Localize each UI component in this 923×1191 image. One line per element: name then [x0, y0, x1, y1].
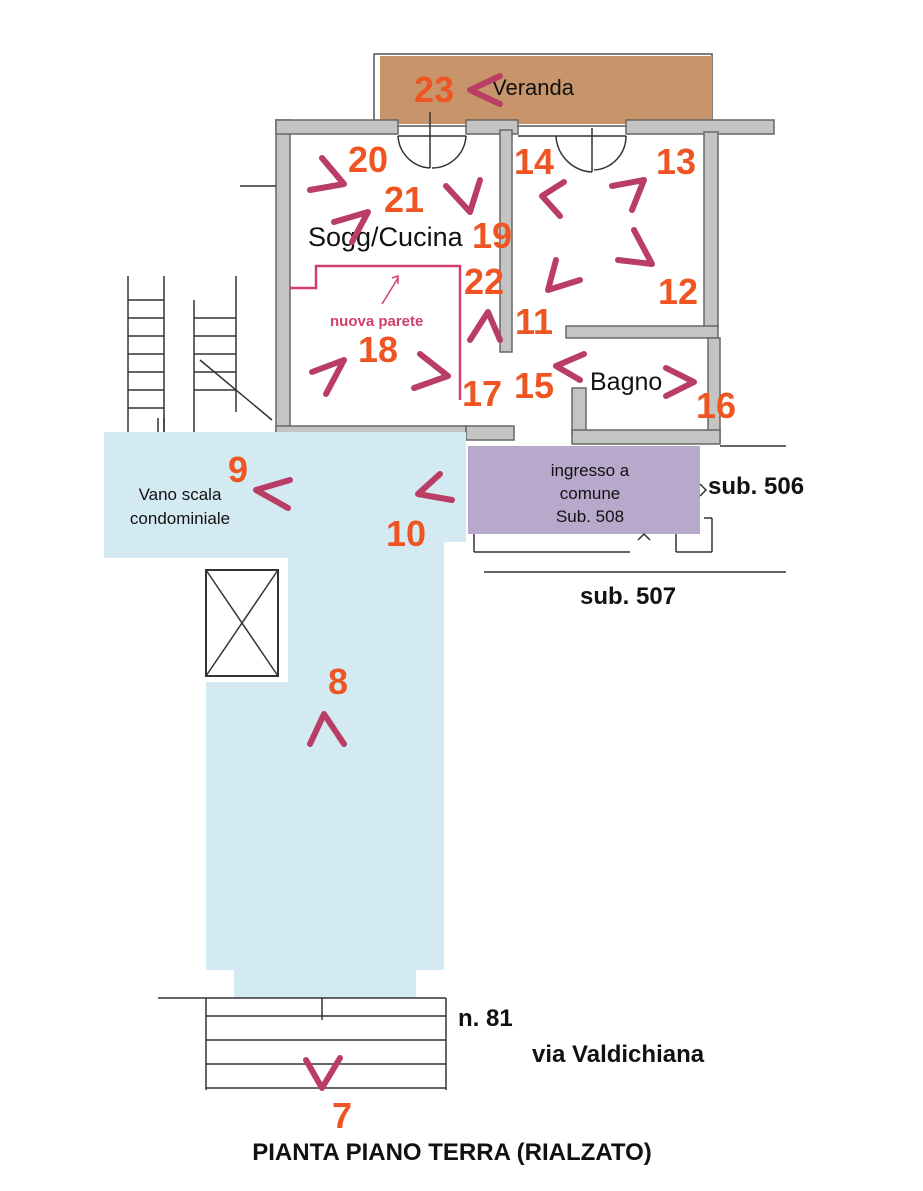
arrow-22	[467, 309, 503, 343]
stair-hall-label-line2: condominiale	[130, 509, 230, 528]
street-number-label: n. 81	[458, 1005, 513, 1032]
staircase-lines	[127, 185, 276, 440]
viewpoint-number-7: 7	[332, 1095, 352, 1136]
viewpoint-number-23: 23	[414, 69, 454, 110]
arrow-21	[331, 209, 371, 245]
arrow-12	[615, 227, 655, 267]
viewpoint-number-14: 14	[514, 141, 554, 182]
arrow-23	[467, 73, 503, 107]
viewpoint-number-21: 21	[384, 179, 424, 220]
viewpoint-number-16: 16	[696, 385, 736, 426]
arrow-14	[539, 179, 567, 219]
viewpoint-number-17: 17	[462, 373, 502, 414]
viewpoint-number-15: 15	[514, 365, 554, 406]
arrow-16	[663, 365, 697, 399]
viewpoint-number-18: 18	[358, 329, 398, 370]
viewpoint-number-12: 12	[658, 271, 698, 312]
arrow-9	[253, 477, 293, 511]
viewpoint-number-8: 8	[328, 661, 348, 702]
ingresso-label-line2: comune	[560, 484, 620, 503]
sub-506-label: sub. 506	[708, 473, 804, 500]
bathroom-label: Bagno	[590, 368, 662, 396]
viewpoint-number-11: 11	[515, 301, 553, 342]
viewpoint-number-10: 10	[386, 513, 426, 554]
sub-507-label: sub. 507	[580, 583, 676, 610]
viewpoint-number-20: 20	[348, 139, 388, 180]
arrow-13	[609, 177, 647, 213]
arrow-19	[443, 177, 483, 215]
viewpoint-number-9: 9	[228, 449, 248, 490]
new-wall-pointer-head	[391, 274, 399, 284]
ingresso-area	[468, 446, 700, 534]
new-wall-label: nuova parete	[330, 313, 423, 330]
veranda-label: Veranda	[492, 75, 575, 100]
veranda-area	[380, 56, 712, 124]
arrow-10	[415, 471, 455, 503]
common-area	[104, 432, 466, 998]
viewpoint-number-13: 13	[656, 141, 696, 182]
ingresso-label-line1: ingresso a	[551, 461, 630, 480]
plan-title: PIANTA PIANO TERRA (RIALZATO)	[252, 1139, 652, 1166]
entrance-steps	[158, 997, 447, 1090]
sogg-cucina-label: Sogg/Cucina	[308, 222, 464, 252]
lift-cross-b	[205, 569, 279, 677]
new-wall-pointer	[381, 277, 399, 305]
apartment-walls	[275, 119, 775, 445]
viewpoint-number-19: 19	[472, 215, 512, 256]
arrow-17	[411, 351, 451, 391]
ingresso-label-line3: Sub. 508	[556, 507, 624, 526]
arrow-8	[307, 711, 347, 747]
arrow-15	[553, 351, 587, 383]
viewpoint-arrows	[253, 73, 697, 1091]
arrow-11	[545, 257, 583, 293]
stair-hall-label-line1: Vano scala	[139, 485, 222, 504]
veranda-doors	[397, 112, 627, 173]
arrow-18	[309, 357, 347, 397]
viewpoint-number-22: 22	[464, 261, 504, 302]
arrow-7	[303, 1055, 343, 1091]
lift-shaft	[205, 569, 279, 677]
ingresso-lines	[473, 445, 786, 573]
arrow-20	[307, 155, 347, 193]
street-name-label: via Valdichiana	[532, 1041, 705, 1068]
new-wall-line	[290, 264, 462, 400]
viewpoint-numbers: 23 20 21 19 14 13 12 11 22 18 17 15 16 9…	[228, 69, 736, 1136]
